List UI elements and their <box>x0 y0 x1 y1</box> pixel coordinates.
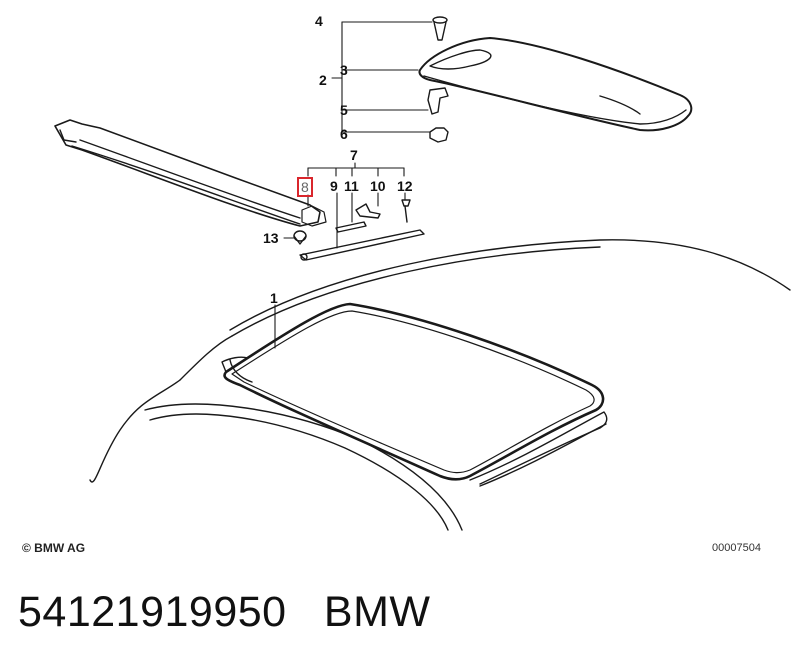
car-roof-outline <box>89 239 791 531</box>
bracket-part <box>427 87 449 115</box>
callout-9: 9 <box>330 178 338 194</box>
callout-6: 6 <box>340 126 348 142</box>
callout-10: 10 <box>370 178 386 194</box>
part-number: 54121919950 <box>18 588 287 636</box>
callout-2: 2 <box>319 72 327 88</box>
callout-4: 4 <box>315 13 323 29</box>
sunroof-panel <box>221 302 608 487</box>
callout-1: 1 <box>270 290 278 306</box>
callout-11: 11 <box>344 178 359 194</box>
callout-12: 12 <box>397 178 413 194</box>
callout-5: 5 <box>340 102 348 118</box>
clip-part <box>355 203 381 219</box>
callout-13: 13 <box>263 230 279 246</box>
cover-plate <box>418 37 693 132</box>
brand-name: BMW <box>323 588 431 636</box>
callout-8-highlighted[interactable]: 8 <box>297 177 313 197</box>
diagram-code: 00007504 <box>712 542 761 554</box>
callout-3: 3 <box>340 62 348 78</box>
copyright-label: © BMW AG <box>22 541 86 555</box>
screw-part <box>432 16 448 41</box>
linkage-arm <box>299 221 425 261</box>
part-caption: 54121919950 BMW <box>18 588 431 637</box>
nut-part <box>429 127 449 143</box>
wind-deflector-rail <box>54 119 327 227</box>
leader-lines <box>274 21 433 349</box>
callout-7: 7 <box>350 147 358 163</box>
parts-diagram <box>54 16 791 531</box>
screw-part-12 <box>401 199 411 223</box>
grommet-part <box>293 230 307 245</box>
